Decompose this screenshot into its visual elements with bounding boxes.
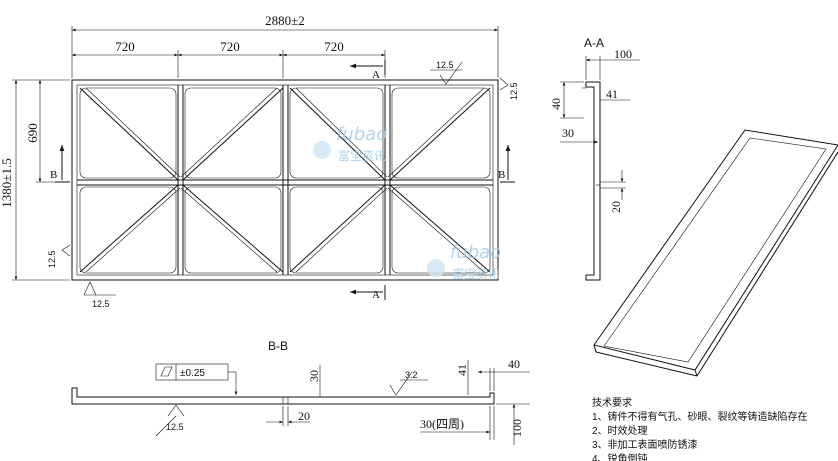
segment-dim-3: 720 xyxy=(324,39,344,54)
isometric-view xyxy=(593,129,838,377)
tech-note-2: 2、时效处理 xyxy=(592,424,648,437)
section-bb-profile xyxy=(71,387,495,405)
svg-text:12.5: 12.5 xyxy=(166,422,184,432)
bb-dim-30: 30 xyxy=(307,370,321,382)
segment-dim-2: 720 xyxy=(220,39,240,54)
svg-text:富宝资讯: 富宝资讯 xyxy=(338,148,386,163)
svg-text:fubao: fubao xyxy=(336,124,387,145)
svg-text:fubao: fubao xyxy=(450,242,501,263)
bb-dim-20: 20 xyxy=(298,409,310,423)
svg-text:富宝资讯: 富宝资讯 xyxy=(452,266,500,281)
bb-perimeter-dim: 30(四周) xyxy=(420,417,464,431)
roughness-symbol-top: 12.5 xyxy=(430,60,463,85)
half-height-dim: 690 xyxy=(25,123,40,143)
tech-note-1: 1、铸件不得有气孔、砂眼、裂纹等铸造缺陷存在 xyxy=(592,410,808,423)
svg-text:3.2: 3.2 xyxy=(405,370,418,380)
tech-note-4: 4、锐角倒钝 xyxy=(592,452,648,461)
aa-dim-41: 41 xyxy=(606,87,618,101)
overall-width-dim: 2880±2 xyxy=(265,13,305,28)
section-a-bottom-label: A xyxy=(372,289,380,301)
svg-text:12.5: 12.5 xyxy=(47,250,57,268)
tech-notes: 技术要求 1、铸件不得有气孔、砂眼、裂纹等铸造缺陷存在 2、时效处理 3、非加工… xyxy=(592,396,808,461)
section-aa: A-A 100 40 41 30 20 xyxy=(549,36,640,281)
plan-view: 2880±2 720 720 720 1380±1.5 690 A A B B xyxy=(0,13,519,309)
aa-dim-20: 20 xyxy=(609,201,623,213)
aa-dim-30: 30 xyxy=(562,126,574,140)
bb-dim-100: 100 xyxy=(510,419,524,437)
section-b-right-label: B xyxy=(498,169,505,181)
segment-dim-1: 720 xyxy=(115,39,135,54)
watermark-top: fubao 富宝资讯 xyxy=(313,124,387,163)
roughness-symbol-bottom: 12.5 xyxy=(83,281,116,309)
roughness-symbol-left: 12.5 xyxy=(47,244,71,268)
section-bb-title: B-B xyxy=(268,339,288,353)
bb-dim-40: 40 xyxy=(508,357,520,371)
roughness-symbol-fine: 3.2 xyxy=(389,370,428,396)
overall-height-dim: 1380±1.5 xyxy=(0,158,14,207)
svg-text:12.5: 12.5 xyxy=(92,299,110,309)
section-b-left-label: B xyxy=(50,169,57,181)
section-aa-title: A-A xyxy=(584,36,604,50)
bb-dim-41: 41 xyxy=(455,364,469,376)
tech-notes-title: 技术要求 xyxy=(592,396,632,409)
watermark-bottom: fubao 富宝资讯 xyxy=(427,242,501,281)
aa-dim-40: 40 xyxy=(549,98,563,110)
section-a-top-label: A xyxy=(372,69,380,81)
section-aa-profile xyxy=(585,81,601,281)
section-bb: B-B ±0.25 30 3.2 41 40 xyxy=(71,339,530,445)
svg-text:±0.25: ±0.25 xyxy=(180,368,205,379)
flatness-tolerance-frame: ±0.25 xyxy=(155,363,238,395)
svg-text:12.5: 12.5 xyxy=(509,82,519,100)
roughness-symbol-right: 12.5 xyxy=(499,77,519,100)
svg-text:12.5: 12.5 xyxy=(436,60,454,70)
roughness-symbol-bb: 12.5 xyxy=(155,404,185,437)
plate-outline xyxy=(71,79,499,281)
tech-note-3: 3、非加工表面喷防锈漆 xyxy=(592,438,698,451)
aa-dim-100: 100 xyxy=(614,47,632,61)
